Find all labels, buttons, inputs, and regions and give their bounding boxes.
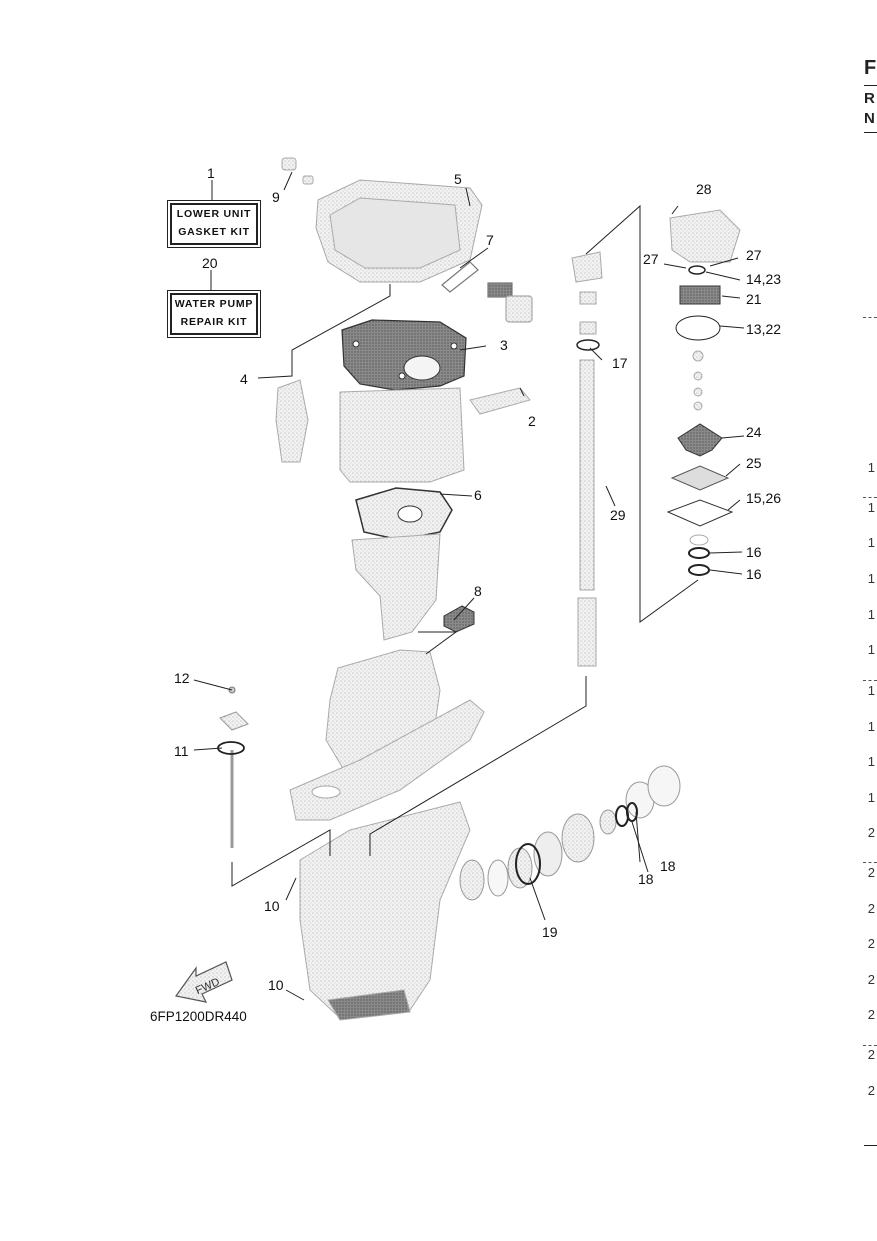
water-pump-repair-kit-box: WATER PUMP REPAIR KIT	[167, 290, 261, 338]
shift-rod-part	[217, 686, 249, 848]
callout-24: 24	[746, 424, 762, 440]
kit-label-line-1: WATER PUMP	[174, 298, 254, 310]
o-ring-14-23	[688, 265, 706, 275]
callout-9: 9	[272, 189, 280, 205]
edge-header-r: R	[864, 90, 875, 107]
edge-row-digit: 1	[867, 535, 875, 550]
callout-3: 3	[500, 337, 508, 353]
water-pump-parts	[666, 209, 741, 546]
callout-14-23: 14,23	[746, 271, 781, 287]
edge-row-digit: 2	[867, 936, 875, 951]
edge-header-f: F	[864, 57, 877, 79]
edge-row-digit: 2	[867, 1083, 875, 1098]
part-8	[443, 605, 475, 633]
edge-row-digit: 1	[867, 790, 875, 805]
callout-18-right: 18	[660, 858, 676, 874]
callout-19: 19	[542, 924, 558, 940]
gasket-part-3	[341, 319, 467, 391]
o-ring-19	[515, 843, 541, 885]
upper-casing-part	[281, 157, 483, 283]
callout-12: 12	[174, 670, 190, 686]
forward-arrow-icon: FWD	[174, 961, 233, 1003]
callout-11: 11	[174, 743, 189, 759]
callout-4: 4	[240, 371, 248, 387]
o-ring-17	[576, 339, 600, 351]
callout-20: 20	[202, 255, 218, 271]
callout-10-lower: 10	[268, 977, 284, 993]
gasket-part-6	[355, 487, 453, 541]
lower-case-upper-body	[289, 649, 485, 821]
callout-27-left: 27	[643, 251, 659, 267]
edge-row-digit: 1	[867, 754, 875, 769]
leader-lines	[193, 171, 745, 1001]
callout-15-26: 15,26	[746, 490, 781, 506]
callout-13-22: 13,22	[746, 321, 781, 337]
callout-25: 25	[746, 455, 762, 471]
gasket-part-7	[441, 261, 533, 323]
edge-row-digit: 2	[867, 1047, 875, 1062]
callout-1: 1	[207, 165, 215, 181]
callout-8: 8	[474, 583, 482, 599]
callout-17: 17	[612, 355, 628, 371]
kit-label-line-2: GASKET KIT	[178, 226, 250, 238]
callout-10-upper: 10	[264, 898, 280, 914]
drive-shaft-part	[571, 251, 603, 667]
edge-row-digit: 2	[867, 901, 875, 916]
callout-2: 2	[528, 413, 536, 429]
callout-7: 7	[486, 232, 494, 248]
callout-18-left: 18	[638, 871, 654, 887]
exhaust-guide-part	[275, 379, 531, 483]
circlip-18	[615, 802, 638, 827]
edge-row-digit: 2	[867, 1007, 875, 1022]
water-passage-part	[351, 533, 441, 641]
lower-unit-gasket-kit-box: LOWER UNIT GASKET KIT	[167, 200, 261, 248]
edge-row-digit: 2	[867, 972, 875, 987]
edge-row-digit: 2	[867, 865, 875, 880]
callout-21: 21	[746, 291, 762, 307]
callout-29: 29	[610, 507, 626, 523]
edge-row-digit: 1	[867, 460, 875, 475]
kit-label-line-1: LOWER UNIT	[176, 208, 252, 220]
edge-header-n: N	[864, 110, 875, 127]
edge-row-digit: 1	[867, 719, 875, 734]
figure-code: 6FP1200DR440	[150, 1009, 247, 1024]
edge-row-digit: 1	[867, 607, 875, 622]
callout-27-right: 27	[746, 247, 762, 263]
edge-row-digit: 2	[867, 825, 875, 840]
callout-labels: 9 5 7 3 4 2 6 8 12 11 10 10 17 29 19 18 …	[174, 171, 781, 993]
gear-assembly	[459, 765, 681, 901]
callout-6: 6	[474, 487, 482, 503]
kit-label-line-2: REPAIR KIT	[180, 316, 248, 328]
edge-row-digit: 1	[867, 683, 875, 698]
oil-seal-16	[688, 547, 710, 576]
edge-row-digit: 1	[867, 571, 875, 586]
edge-row-digit: 1	[867, 642, 875, 657]
edge-row-digit: 1	[867, 500, 875, 515]
gear-case-part	[299, 801, 471, 1021]
callout-16-lower: 16	[746, 566, 762, 582]
callout-28: 28	[696, 181, 712, 197]
callout-5: 5	[454, 171, 462, 187]
callout-16-upper: 16	[746, 544, 762, 560]
